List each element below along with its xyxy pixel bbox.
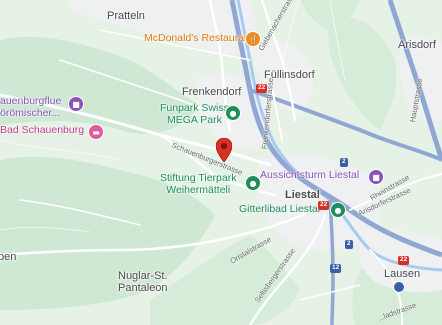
path [329, 0, 346, 81]
road [19, 199, 141, 226]
motorway-a22 [229, 0, 442, 258]
road [260, 0, 297, 122]
motorway-a2-link [249, 88, 442, 162]
place-label-arisdorf: Arisdorf [398, 39, 436, 51]
motorway-a2 [387, 0, 442, 161]
path [281, 0, 301, 71]
road-shield-12: 12 [330, 264, 342, 273]
forest-area [0, 36, 200, 134]
place-label-lausen: Lausen [384, 268, 421, 280]
poi-label-tierpark[interactable]: Stiftung Tierpark Weihermätteli [160, 172, 237, 196]
forest-area [300, 0, 360, 30]
path [0, 226, 91, 233]
forest-area [328, 17, 397, 130]
place-label-frenkendorf: Frenkendorf [182, 86, 242, 98]
camera-icon[interactable]: ■ [68, 96, 84, 112]
poi-label-schauenburgflue[interactable]: auenburgflue örömischer... [0, 95, 62, 119]
road [0, 208, 312, 257]
place-label-left-edge: pen [0, 251, 17, 263]
place-label-nuglar-st-pantaleon: Nuglar-St. Pantaleon [118, 270, 168, 295]
forest-area [150, 235, 300, 325]
camera-icon[interactable]: ■ [368, 169, 384, 185]
road-shield-22: 22 [398, 256, 410, 265]
place-label-liestal: Liestal [285, 189, 320, 201]
road [248, 213, 327, 325]
bed-icon[interactable]: ▬ [88, 124, 104, 140]
road [349, 173, 442, 211]
poi-label-gitterlibad[interactable]: Gitterlibad Liestal [239, 203, 321, 215]
place-label-fullinsdorf: Füllinsdorf [264, 69, 315, 81]
map-pin-icon[interactable] [216, 138, 232, 162]
road-12 [328, 199, 335, 325]
road [299, 284, 361, 301]
place-label-pratteln: Pratteln [107, 10, 145, 22]
road-shield-2: 2 [345, 240, 353, 249]
urban-area [70, 0, 258, 55]
road-shield-2: 2 [340, 158, 348, 167]
urban-area [253, 38, 314, 115]
poi-label-bad-schauenburg[interactable]: Bad Schauenburg [0, 124, 85, 136]
road [59, 59, 211, 113]
path [0, 139, 121, 161]
road [99, 29, 251, 61]
road-shield-22: 22 [318, 201, 330, 210]
fork-knife-icon[interactable]: 🍴 [245, 31, 261, 47]
road [369, 249, 403, 325]
poi-label-funpark[interactable]: Funpark Swiss MEGA Park [160, 102, 229, 126]
poi-label-aussichtsturm[interactable]: Aussichtsturm Liestal [260, 169, 360, 181]
forest-area [0, 156, 215, 310]
train-station-icon[interactable] [393, 281, 405, 293]
park-icon[interactable]: ● [330, 202, 346, 218]
road [269, 79, 283, 141]
poi-label-mcdonalds[interactable]: McDonald's Restaurant [144, 32, 253, 44]
park-icon[interactable]: ● [225, 105, 241, 121]
park-icon[interactable]: ● [245, 175, 261, 191]
road-shield-22: 22 [256, 84, 268, 93]
